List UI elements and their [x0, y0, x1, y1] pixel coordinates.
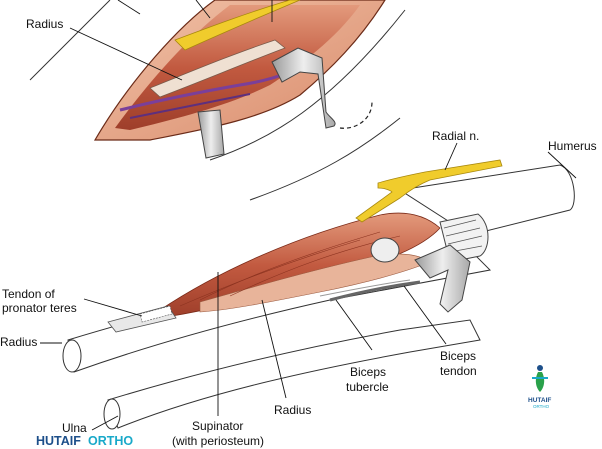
vein-2: [129, 93, 251, 119]
leader-top-2: [195, 0, 211, 19]
logo-text-line2: ORTHO: [533, 404, 550, 409]
radial-nerve-top: [174, 0, 301, 51]
leader-radius-top: [69, 27, 183, 81]
ulna-end: [103, 398, 121, 430]
biceps-tendon-edge: [319, 279, 411, 297]
brand-text-part2: ORTHO: [88, 434, 133, 448]
radius-end: [62, 339, 82, 373]
label-radius-top: Radius: [26, 17, 63, 31]
watermark-bottom-left: HUTAIF ORTHO: [36, 434, 133, 448]
leader-humerus: [547, 151, 577, 179]
leader-ulna: [91, 415, 119, 431]
label-biceps-tendon-2: tendon: [440, 364, 477, 378]
logo-text-line1: HUTAIF: [528, 397, 551, 404]
retractor-bottom: [414, 244, 471, 313]
leader-pronator-teres: [83, 298, 143, 317]
brand-text-part1: HUTAIF: [36, 434, 81, 448]
radial-nerve: [355, 159, 503, 223]
deep-muscle: [115, 5, 360, 130]
label-radius-left: Radius: [0, 335, 37, 349]
label-supinator: Supinator: [192, 419, 243, 433]
humerus-bone: [398, 164, 575, 236]
label-tendon-of: Tendon of: [2, 287, 55, 301]
radius-in-wound: [149, 39, 286, 98]
skin-outline-lower: [249, 117, 401, 201]
leader-lines: [40, 142, 577, 431]
label-biceps-tubercle-2: tubercle: [346, 380, 389, 394]
label-biceps-tubercle-1: Biceps: [350, 365, 386, 379]
fiber-3: [179, 239, 361, 307]
label-pronator-teres: pronator teres: [2, 301, 77, 315]
retractor-top-right: [271, 47, 336, 129]
fiber-1: [199, 231, 381, 301]
skin-outline-left: [29, 0, 111, 81]
logo-leaf-icon: [535, 372, 545, 392]
deep-dissection-view: [62, 159, 575, 430]
logo-person-icon: [537, 365, 543, 371]
label-ulna: Ulna: [62, 421, 87, 435]
label-with-periosteum: (with periosteum): [172, 434, 264, 448]
tendon-stripes: [443, 219, 483, 253]
biceps-tendon: [329, 280, 421, 302]
watermark-logo-right: HUTAIF ORTHO: [528, 365, 551, 409]
retractor-top-bottom: [197, 109, 225, 159]
label-radius-bottom: Radius: [274, 403, 311, 417]
leader-radius-bottom: [261, 299, 287, 399]
leader-top-1: [117, 0, 141, 15]
skin-outline-right: [209, 9, 406, 161]
incision-extension: [339, 101, 373, 129]
labels: Radius Radial n. Humerus Tendon of prona…: [0, 17, 597, 448]
label-humerus: Humerus: [548, 139, 597, 153]
ulna-bone: [107, 319, 481, 429]
radial-head: [370, 237, 400, 263]
label-biceps-tendon-1: Biceps: [440, 349, 476, 363]
leader-radial-n: [444, 142, 458, 171]
leader-biceps-tubercle: [335, 299, 373, 351]
label-radial-n: Radial n.: [432, 129, 479, 143]
surgical-incision-view: [29, 0, 406, 201]
pronator-tendon-cut: [139, 305, 173, 323]
leader-biceps-tendon: [403, 285, 447, 345]
vein-1: [119, 70, 291, 112]
